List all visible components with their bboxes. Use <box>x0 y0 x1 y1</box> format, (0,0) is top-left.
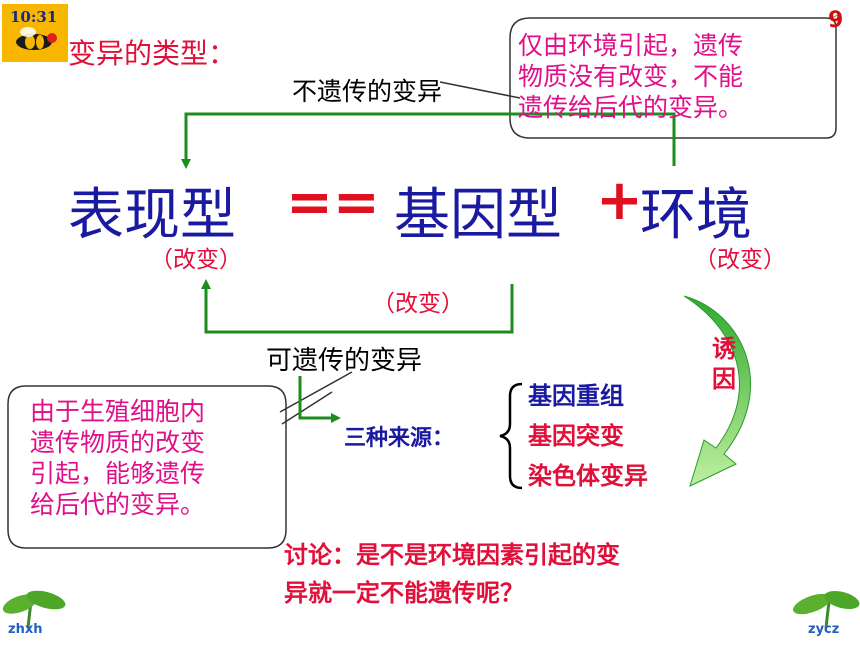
sources-arrow <box>298 376 341 423</box>
environment-change-label: （改变） <box>694 247 786 273</box>
heritable-callout-text: 由于生殖细胞内 遗传物质的改变 引起，能够遗传 给后代的变异。 <box>30 396 205 520</box>
callout-line: 引起，能够遗传 <box>30 459 206 488</box>
non-heritable-callout-bubble <box>439 17 837 139</box>
source-chromosome-variation: 染色体变异 <box>528 462 648 490</box>
clock-time: 10:31 <box>10 8 58 26</box>
source-gene-mutation: 基因突变 <box>528 422 624 450</box>
non-heritable-arrow <box>181 112 676 169</box>
page-number: 9 <box>828 8 844 33</box>
source-gene-recombination: 基因重组 <box>528 382 624 410</box>
induced-cause-label: 诱因 <box>712 335 736 393</box>
environment-term: 环境 <box>640 183 752 248</box>
footer-left-label: zhxh <box>8 622 43 637</box>
callout-line: 物质没有改变，不能 <box>518 62 744 91</box>
callout-line: 遗传物质的改变 <box>30 428 206 457</box>
callout-line: 遗传给后代的变异。 <box>518 93 744 122</box>
heritable-label: 可遗传的变异 <box>266 346 423 376</box>
heritable-arrow <box>201 279 514 334</box>
induced-curved-arrow <box>683 295 751 487</box>
sprout-icon-left <box>2 590 66 629</box>
phenotype-change-label: （改变） <box>150 247 242 273</box>
bee-icon <box>2 4 68 62</box>
plus-sign: + <box>596 168 643 233</box>
footer-right-label: zycz <box>808 622 840 637</box>
discussion-line: 异就一定不能遗传呢？ <box>284 579 524 607</box>
sources-brace <box>499 382 523 490</box>
genotype-term: 基因型 <box>394 183 562 248</box>
non-heritable-callout-text: 仅由环境引起，遗传 物质没有改变，不能 遗传给后代的变异。 <box>518 30 743 123</box>
slide-title: 变异的类型： <box>68 37 237 70</box>
non-heritable-label: 不遗传的变异 <box>292 77 443 106</box>
heritable-callout-bubble <box>7 371 353 549</box>
callout-line: 仅由环境引起，遗传 <box>518 31 744 60</box>
sources-label: 三种来源： <box>344 426 455 451</box>
equals-sign: == <box>286 170 380 235</box>
callout-line: 由于生殖细胞内 <box>30 397 206 426</box>
callout-line: 给后代的变异。 <box>30 490 206 519</box>
phenotype-term: 表现型 <box>68 183 236 248</box>
genotype-change-label: （改变） <box>372 291 464 317</box>
discussion-line: 讨论：是不是环境因素引起的变 <box>284 541 620 569</box>
discussion-question: 讨论：是不是环境因素引起的变 异就一定不能遗传呢？ <box>284 536 620 612</box>
sprout-icon-right <box>793 590 860 629</box>
